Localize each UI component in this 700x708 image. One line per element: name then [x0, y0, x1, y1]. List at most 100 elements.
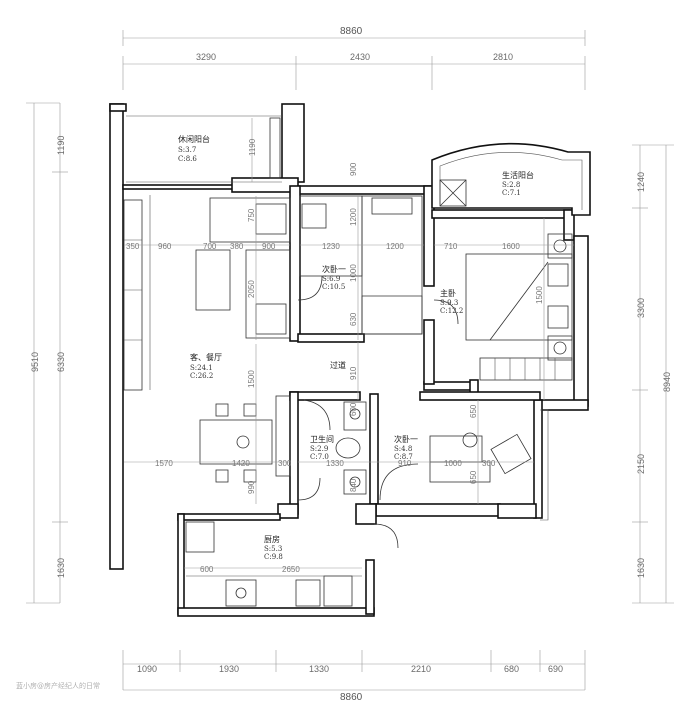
inner-dim-710: 710 — [444, 242, 458, 251]
inner-vdim-1500: 1500 — [247, 370, 256, 388]
dim-left-seg-3: 1630 — [56, 558, 66, 578]
inner-vdim-630: 630 — [349, 312, 358, 326]
inner-dim-380: 380 — [230, 242, 244, 251]
inner-vdim-910: 910 — [349, 366, 358, 380]
dim-bottom-total: 8860 — [340, 692, 363, 703]
room-name: 生活阳台 — [502, 170, 534, 180]
inner-dim-300a: 300 — [278, 459, 292, 468]
inner-vdim-1500b: 1500 — [535, 286, 544, 304]
inner-vdim-1000: 1000 — [349, 264, 358, 282]
dim-bottom-seg-5: 680 — [504, 664, 519, 674]
room-name: 过道 — [330, 360, 346, 370]
room-label-kitchen: 厨房 S:5.3 C:9.8 — [264, 534, 283, 561]
dim-top-seg-3: 2810 — [493, 52, 513, 62]
dim-top-seg-1: 3290 — [196, 52, 216, 62]
dim-bottom-seg-2: 1930 — [219, 664, 239, 674]
master-bedroom-furniture — [465, 233, 573, 381]
inner-dim-960: 960 — [158, 242, 172, 251]
inner-vdim-990: 990 — [247, 480, 256, 494]
top-dimension-lines — [122, 30, 586, 90]
dim-right-seg-2: 3300 — [636, 298, 646, 318]
dim-bottom-seg-6: 690 — [548, 664, 563, 674]
room-perimeter: C:7.1 — [502, 189, 521, 197]
dim-left-seg-2: 6330 — [56, 352, 66, 372]
room-area: S:9.3 — [440, 299, 458, 307]
dim-left-total: 9510 — [30, 352, 40, 372]
room-area: S:5.3 — [264, 545, 282, 553]
room-perimeter: C:8.6 — [178, 155, 197, 163]
dim-left-seg-1: 1190 — [56, 136, 66, 155]
inner-dim-300b: 300 — [482, 459, 496, 468]
dim-right-seg-3: 2150 — [636, 454, 646, 474]
inner-dim-1330: 1330 — [326, 459, 344, 468]
room-name: 主卧 — [440, 288, 456, 298]
room-area: S:3.7 — [178, 146, 196, 154]
inner-vdim-650a: 650 — [469, 404, 478, 418]
room-name: 卫生间 — [310, 434, 334, 444]
inner-vdim-750: 750 — [247, 208, 256, 222]
room-perimeter: C:10.5 — [322, 283, 345, 291]
left-dimension-lines — [26, 102, 68, 604]
living-room-furniture — [123, 195, 291, 483]
dim-bottom-seg-4: 2210 — [411, 664, 431, 674]
room-name: 次卧一 — [322, 264, 346, 274]
leisure-balcony-detail — [126, 115, 282, 183]
right-dimension-lines — [632, 144, 674, 604]
room-perimeter: C:26.2 — [190, 372, 213, 380]
inner-dim-700: 700 — [203, 242, 217, 251]
room-perimeter: C:9.8 — [264, 553, 283, 561]
inner-dim-1600: 1600 — [502, 242, 520, 251]
room-area: S:6.9 — [322, 275, 340, 283]
inner-vdim-2050: 2050 — [247, 280, 256, 298]
room-perimeter: C:8.7 — [394, 453, 413, 461]
room-label-second-bedroom-2: 次卧一 S:4.8 C:8.7 — [394, 434, 418, 461]
dim-top-total: 8860 — [340, 26, 363, 37]
room-label-living-dining: 客、餐厅 S:24.1 C:26.2 — [190, 352, 222, 380]
room-label-master-bedroom: 主卧 S:9.3 C:12.2 — [440, 288, 463, 315]
room-label-bathroom: 卫生间 S:2.9 C:7.0 — [310, 434, 334, 461]
room-label-second-bedroom-1: 次卧一 S:6.9 C:10.5 — [322, 264, 346, 291]
room-area: S:4.8 — [394, 445, 412, 453]
room-label-corridor: 过道 — [330, 360, 346, 370]
room-name: 客、餐厅 — [190, 352, 222, 362]
inner-vdim-900: 900 — [349, 162, 358, 176]
room-perimeter: C:12.2 — [440, 307, 463, 315]
inner-dim-2650: 2650 — [282, 565, 300, 574]
walls — [109, 103, 589, 617]
dim-top-seg-2: 2430 — [350, 52, 370, 62]
inner-dim-900: 900 — [262, 242, 276, 251]
room-name: 次卧一 — [394, 434, 418, 444]
kitchen-fixtures — [185, 521, 399, 607]
dim-right-total: 8940 — [662, 372, 672, 392]
room-name: 休闲阳台 — [178, 134, 210, 144]
inner-vdim-600: 600 — [349, 402, 358, 416]
inner-dim-910: 910 — [398, 459, 412, 468]
inner-dim-1200: 1200 — [386, 242, 404, 251]
inner-vdim-1200: 1200 — [349, 208, 358, 226]
inner-dim-1230: 1230 — [322, 242, 340, 251]
second-bedroom-1-furniture — [299, 195, 423, 335]
dim-bottom-seg-1: 1090 — [137, 664, 157, 674]
inner-dimensions — [124, 118, 574, 569]
inner-vdim-840: 840 — [349, 478, 358, 492]
dim-right-seg-4: 1630 — [636, 558, 646, 578]
room-label-leisure-balcony: 休闲阳台 S:3.7 C:8.6 — [178, 134, 210, 163]
bathroom-fixtures — [303, 399, 367, 495]
watermark: 蓝小房@房产经纪人的日常 — [16, 681, 100, 690]
inner-vdim-1190: 1190 — [248, 138, 257, 156]
dim-bottom-seg-3: 1330 — [309, 664, 329, 674]
inner-dim-1000: 1000 — [444, 459, 462, 468]
doors — [297, 275, 459, 501]
room-area: S:2.8 — [502, 181, 520, 189]
room-area: S:2.9 — [310, 445, 328, 453]
inner-dim-350: 350 — [126, 242, 140, 251]
inner-dim-1420: 1420 — [232, 459, 250, 468]
room-label-utility-balcony: 生活阳台 S:2.8 C:7.1 — [502, 170, 534, 197]
dim-right-seg-1: 1240 — [636, 172, 646, 192]
room-area: S:24.1 — [190, 364, 213, 372]
inner-vdim-650b: 650 — [469, 470, 478, 484]
room-perimeter: C:7.0 — [310, 453, 329, 461]
utility-balcony-outline — [431, 142, 591, 216]
inner-dim-1570: 1570 — [155, 459, 173, 468]
